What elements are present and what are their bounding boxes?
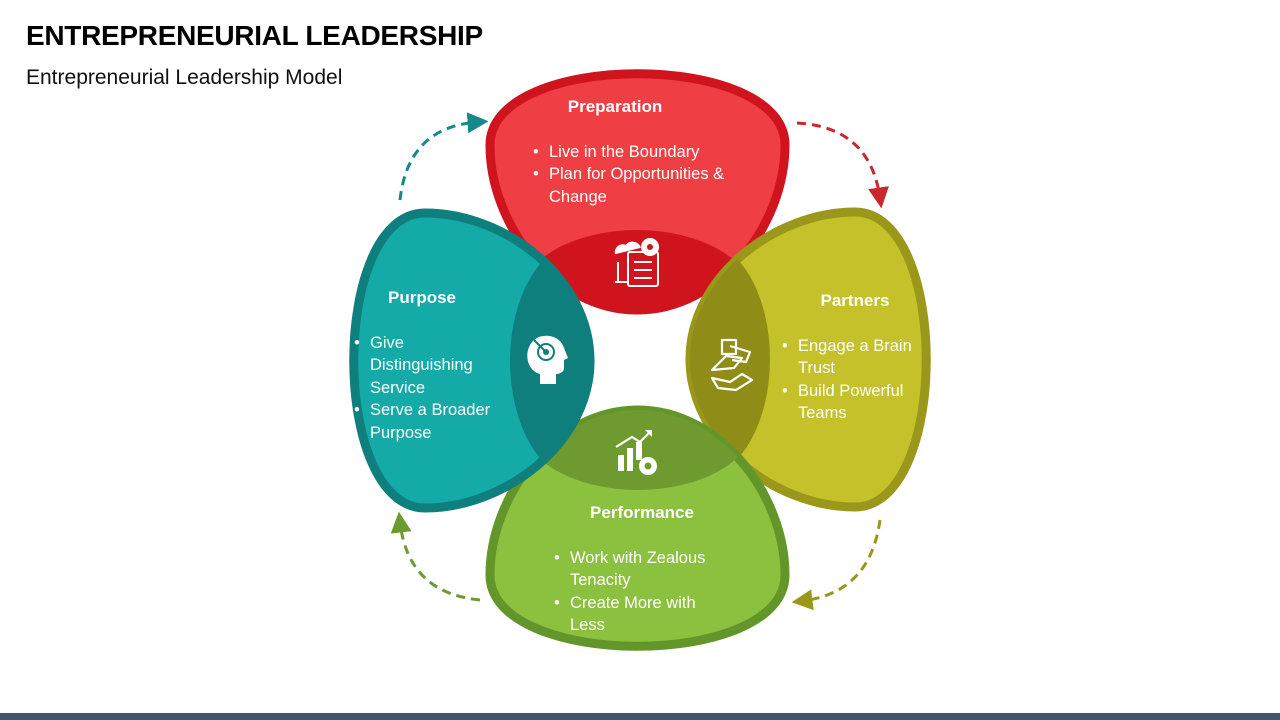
petal-title-preparation: Preparation	[567, 97, 663, 116]
petal-text-preparation: Preparation Live in the Boundary Plan fo…	[531, 96, 761, 208]
bullet-performance-2: Create More with Less	[552, 592, 732, 637]
cycle-arrow-preparation-to-partners	[796, 121, 889, 209]
head-target-icon	[527, 335, 568, 384]
growth-chart-gear-icon	[615, 430, 657, 475]
footer-bar	[0, 713, 1280, 720]
cycle-arrow-purpose-to-preparation	[398, 112, 489, 201]
petal-text-purpose: Purpose Give Distinguishing Service Serv…	[352, 287, 502, 444]
cycle-arrow-partners-to-performance	[791, 519, 882, 611]
bullet-partners-2: Build Powerful Teams	[780, 380, 930, 425]
petal-text-partners: Partners Engage a Brain Trust Build Powe…	[780, 290, 930, 425]
petal-title-purpose: Purpose	[387, 288, 457, 307]
petal-title-performance: Performance	[590, 503, 694, 522]
bullet-performance-1: Work with Zealous Tenacity	[552, 547, 732, 592]
bullet-purpose-1: Give Distinguishing Service	[352, 332, 502, 400]
strategy-plan-icon	[614, 238, 659, 287]
page-title: ENTREPRENEURIAL LEADERSHIP	[26, 20, 483, 51]
cycle-arrow-performance-to-purpose	[390, 511, 481, 602]
bullet-preparation-1: Live in the Boundary	[531, 141, 761, 164]
bullet-purpose-2: Serve a Broader Purpose	[352, 399, 502, 444]
teamwork-hands-icon	[710, 338, 754, 392]
page-subtitle: Entrepreneurial Leadership Model	[26, 66, 343, 89]
petal-text-performance: Performance Work with Zealous Tenacity C…	[552, 502, 732, 637]
bullet-partners-1: Engage a Brain Trust	[780, 335, 930, 380]
bullet-preparation-2: Plan for Opportunities & Change	[531, 163, 761, 208]
petal-title-partners: Partners	[820, 291, 890, 310]
